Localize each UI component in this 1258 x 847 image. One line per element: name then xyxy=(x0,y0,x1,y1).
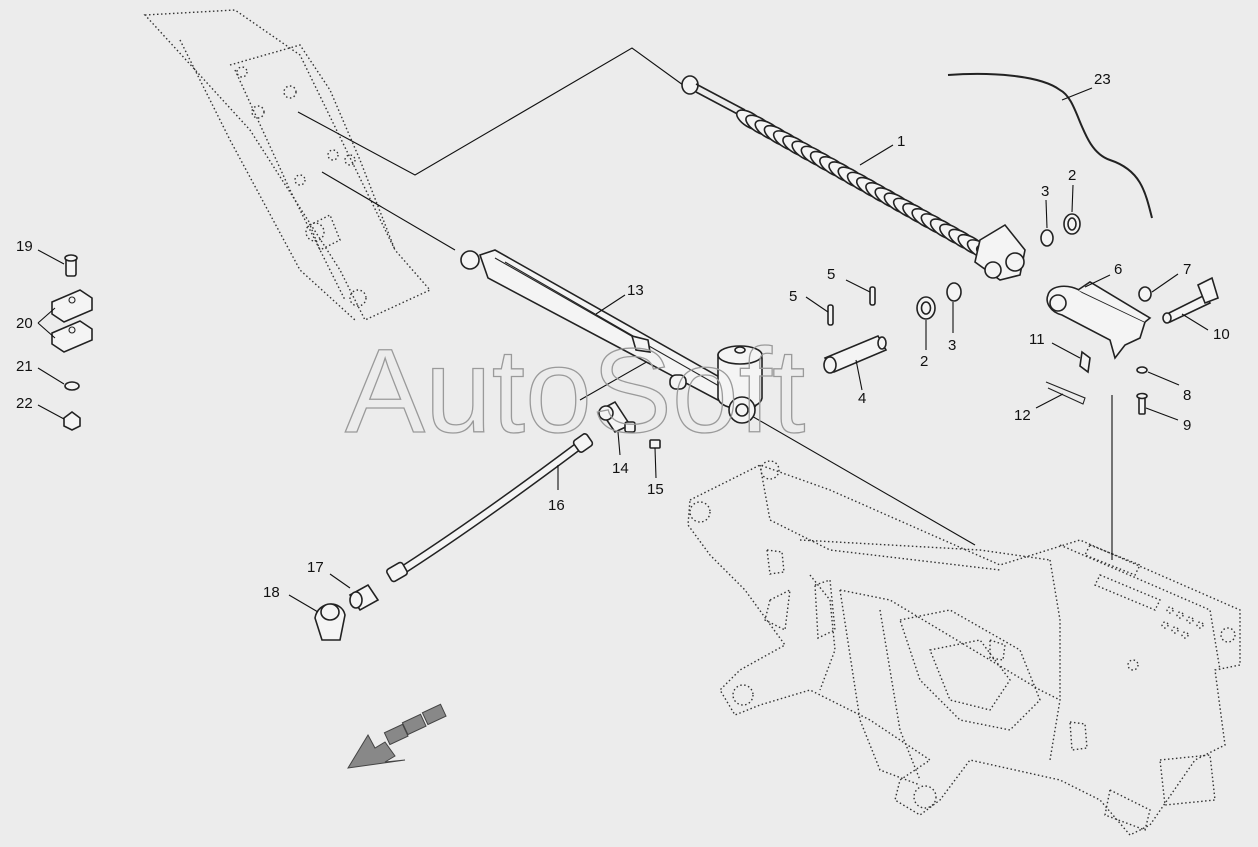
small-fasteners xyxy=(1045,350,1148,415)
callout-16: 16 xyxy=(548,497,565,514)
callout-10: 10 xyxy=(1213,326,1230,343)
callout-18: 18 xyxy=(263,584,280,601)
cable xyxy=(947,72,1153,219)
clamp-set xyxy=(51,254,93,431)
callout-leaders xyxy=(37,87,1209,613)
fittings xyxy=(598,400,661,449)
coupling xyxy=(314,583,380,641)
callout-13: 13 xyxy=(627,282,644,299)
callout-21: 21 xyxy=(16,358,33,375)
ring-parts xyxy=(916,213,1081,320)
watermark: AutoSoft xyxy=(345,324,805,458)
callout-8: 8 xyxy=(1183,387,1191,404)
callout-12: 12 xyxy=(1014,407,1031,424)
callout-19: 19 xyxy=(16,238,33,255)
bracket-assembly xyxy=(1046,276,1219,360)
hose xyxy=(386,433,594,583)
callout-17: 17 xyxy=(307,559,324,576)
callout-9: 9 xyxy=(1183,417,1191,434)
boom-arm xyxy=(143,9,432,321)
chassis-frame xyxy=(687,460,1241,836)
callout-2-upper: 2 xyxy=(1068,167,1076,184)
callout-23: 23 xyxy=(1094,71,1111,88)
direction-arrow-icon xyxy=(347,703,447,769)
callout-15: 15 xyxy=(647,481,664,498)
callout-1: 1 xyxy=(897,133,905,150)
callout-2-lower: 2 xyxy=(920,353,928,370)
callout-3-upper: 3 xyxy=(1041,183,1049,200)
callout-20: 20 xyxy=(16,315,33,332)
spring-assembly xyxy=(681,75,1026,281)
callout-3-lower: 3 xyxy=(948,337,956,354)
callout-5-upper: 5 xyxy=(827,266,835,283)
pins xyxy=(823,286,888,374)
callout-5-lower: 5 xyxy=(789,288,797,305)
callout-6: 6 xyxy=(1114,261,1122,278)
spring-coils xyxy=(735,109,1005,266)
callout-4: 4 xyxy=(858,390,866,407)
callout-11: 11 xyxy=(1029,331,1045,348)
assembly-lines xyxy=(297,47,1113,560)
callout-22: 22 xyxy=(16,395,33,412)
callout-labels: 1 2 3 2 3 4 5 5 6 7 8 9 10 11 12 13 14 1… xyxy=(16,71,1230,601)
callout-7: 7 xyxy=(1183,261,1191,278)
hydraulic-cylinder xyxy=(460,249,763,424)
callout-14: 14 xyxy=(612,460,629,477)
